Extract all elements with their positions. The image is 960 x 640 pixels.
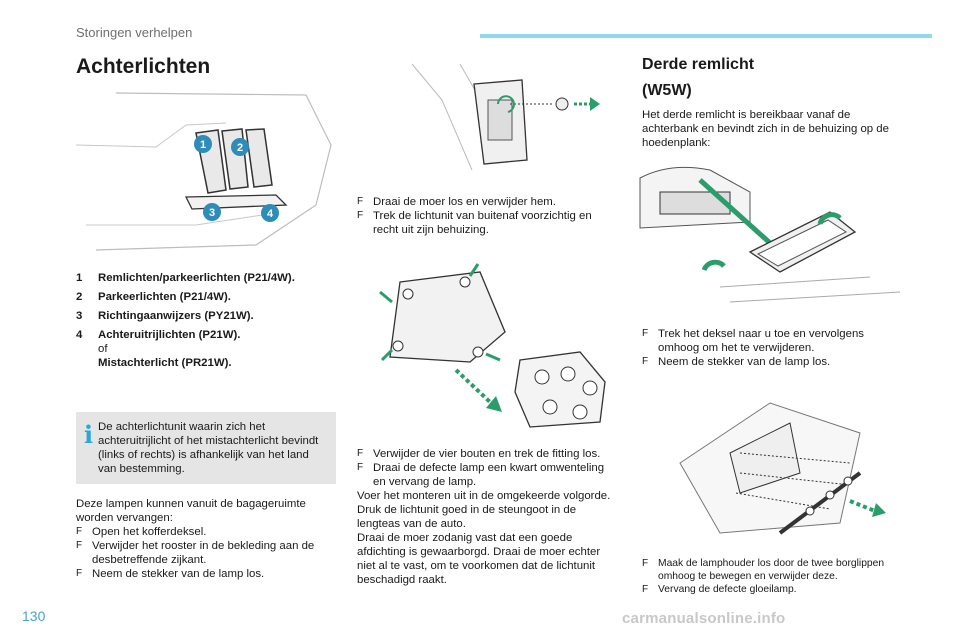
achterlichten-title: Achterlichten [76,55,211,78]
derde-remlicht-intro: Het derde remlicht is bereikbaar vanaf d… [642,109,889,149]
info-text: De achterlichtunit waarin zich het achte… [98,421,319,475]
lamp-holder-illustration [679,402,886,535]
callout-4-label: 4 [267,208,274,220]
derde-remlicht-subtitle: (W5W) [642,82,692,99]
page-number: 130 [22,608,46,624]
watermark: carmanualsonline.info [622,610,786,627]
info-icon: i [84,420,94,449]
section-header: Storingen verhelpen [76,25,193,40]
info-box: i De achterlichtunit waarin zich het ach… [76,412,336,484]
callout-4 [261,204,279,222]
nut-removal-illustration [411,63,600,171]
intro-text: Deze lampen kunnen vanuit de bagageruimt… [76,498,306,524]
bulb-holder-illustration [379,263,606,428]
callout-1-label: 1 [200,139,206,151]
third-brake-light-illustration [639,166,901,303]
callout-1 [194,135,212,153]
callout-3 [203,203,221,221]
legend-item-4: 4 Achteruitrijlichten (P21W). of Mistach… [76,329,241,369]
tightening-text: Draai de moer zodanig vast dat een goede… [357,532,601,586]
rear-lights-instructions: Deze lampen kunnen vanuit de bagageruimt… [76,497,338,581]
reassembly-text: Voer het monteren uit in de omgekeerde v… [357,490,611,502]
derde-remlicht-title: Derde remlicht [642,56,755,73]
header-accent-bar [480,34,932,38]
rear-lights-illustration: 1 2 3 4 [75,92,332,251]
seating-text: Druk de lichtunit goed in de steungoot i… [357,504,577,530]
callout-3-label: 3 [209,207,215,219]
callout-2-label: 2 [237,142,243,154]
callout-2 [231,138,249,156]
